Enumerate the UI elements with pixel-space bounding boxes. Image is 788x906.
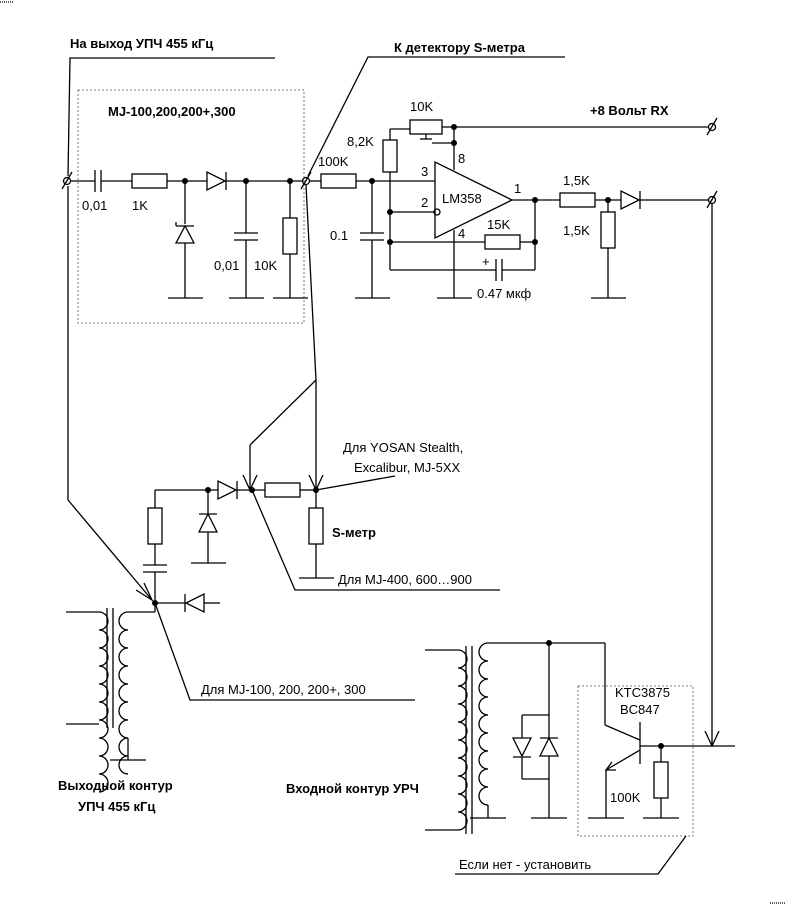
resistor-r-base <box>653 761 669 799</box>
input-terminal <box>62 176 72 186</box>
transistor-label-2: BC847 <box>620 702 660 717</box>
resistor-r-det <box>282 217 298 255</box>
detector-module: MJ-100,200,200+,300 На выход УПЧ 455 кГц… <box>61 36 312 324</box>
supply-terminal <box>707 122 717 132</box>
c-filt-value: 0.1 <box>330 228 348 243</box>
branch-diode <box>217 479 238 501</box>
s-detector-leader <box>307 56 565 177</box>
r-out2-value: 1,5K <box>563 223 590 238</box>
mj400-leader <box>251 489 500 591</box>
resistor-r-in <box>131 173 168 189</box>
s-detector-label: К детектору S-метра <box>394 40 526 55</box>
transistor-label-1: KTC3875 <box>615 685 670 700</box>
upch-out-label: На выход УПЧ 455 кГц <box>70 36 213 51</box>
cap-plus-mark: + <box>482 254 490 269</box>
for-yosan-line2: Excalibur, MJ-5XX <box>354 460 461 475</box>
s-meter-amplifier: К детектору S-метра 100K 0.1 LM358 3 2 8… <box>307 40 718 301</box>
s-meter-label: S-метр <box>332 525 376 540</box>
transformer-primary <box>98 611 109 793</box>
r-fb-value: 15K <box>487 217 510 232</box>
resistor-branch-left <box>147 507 163 545</box>
install-label: Если нет - установить <box>459 857 591 872</box>
in-contour-label: Входной контур УРЧ <box>286 781 419 796</box>
for-mj100-label: Для MJ-100, 200, 200+, 300 <box>201 682 366 697</box>
output-terminal <box>707 195 717 205</box>
resistor-r-out2 <box>600 211 616 249</box>
r-base-value: 100K <box>610 790 641 805</box>
r-div-value: 8,2K <box>347 134 374 149</box>
r-det-value: 10K <box>254 258 277 273</box>
input-contour: Входной контур УРЧ <box>286 640 605 834</box>
r-in-value: 1K <box>132 198 148 213</box>
detector-diode <box>206 170 227 192</box>
c-fb-value: 0.47 мкф <box>477 286 532 301</box>
upch-out-leader <box>67 57 275 177</box>
opamp-lm358 <box>434 160 514 240</box>
rf-primary <box>457 649 468 831</box>
output-contour: Для MJ-100, 200, 200+, 300 Выходной конт… <box>58 186 415 814</box>
mj-module-box <box>77 89 305 324</box>
mj-module-label: MJ-100,200,200+,300 <box>108 104 236 119</box>
pin-3: 3 <box>421 164 428 179</box>
supply-label: +8 Вольт RX <box>590 103 669 118</box>
pin-4: 4 <box>458 226 465 241</box>
pin-1: 1 <box>514 181 521 196</box>
resistor-r-fb <box>484 234 521 250</box>
opamp-label: LM358 <box>442 191 482 206</box>
r-series-value: 100K <box>318 154 349 169</box>
limiter-diode-2 <box>538 736 560 757</box>
trim-value: 10K <box>410 99 433 114</box>
pin-2: 2 <box>421 195 428 210</box>
resistor-r-out <box>559 192 596 208</box>
r-out-value: 1,5K <box>563 173 590 188</box>
detector-out-terminal <box>301 176 311 186</box>
output-diode <box>620 189 641 211</box>
c-det-value: 0,01 <box>214 258 239 273</box>
trimmer-10k <box>409 119 443 135</box>
install-box <box>577 685 694 837</box>
s-meter-branch: Для YOSAN Stealth, Excalibur, MJ-5XX S-м… <box>143 184 500 603</box>
s-meter-resistor <box>308 507 324 545</box>
install-leader <box>455 835 687 875</box>
pin-8: 8 <box>458 151 465 166</box>
for-mj400-label: Для MJ-400, 600…900 <box>338 572 472 587</box>
resistor-r-series <box>320 173 357 189</box>
zener-diode <box>174 224 196 244</box>
shunt-diode-branch <box>197 512 219 533</box>
out-contour-line2: УПЧ 455 кГц <box>78 799 155 814</box>
mj100-leader <box>154 602 415 701</box>
rf-secondary <box>478 642 489 806</box>
out-contour-line1: Выходной контур <box>58 778 173 793</box>
resistor-r-div <box>382 139 398 173</box>
resistor-branch <box>264 482 301 498</box>
c-in-value: 0,01 <box>82 198 107 213</box>
transformer-secondary <box>118 611 129 775</box>
limiter-diode-1 <box>511 737 533 758</box>
transistor-stage: KTC3875 BC847 100K Если нет - установить <box>455 204 735 875</box>
for-yosan-line1: Для YOSAN Stealth, <box>343 440 463 455</box>
tap-diode <box>184 592 205 614</box>
